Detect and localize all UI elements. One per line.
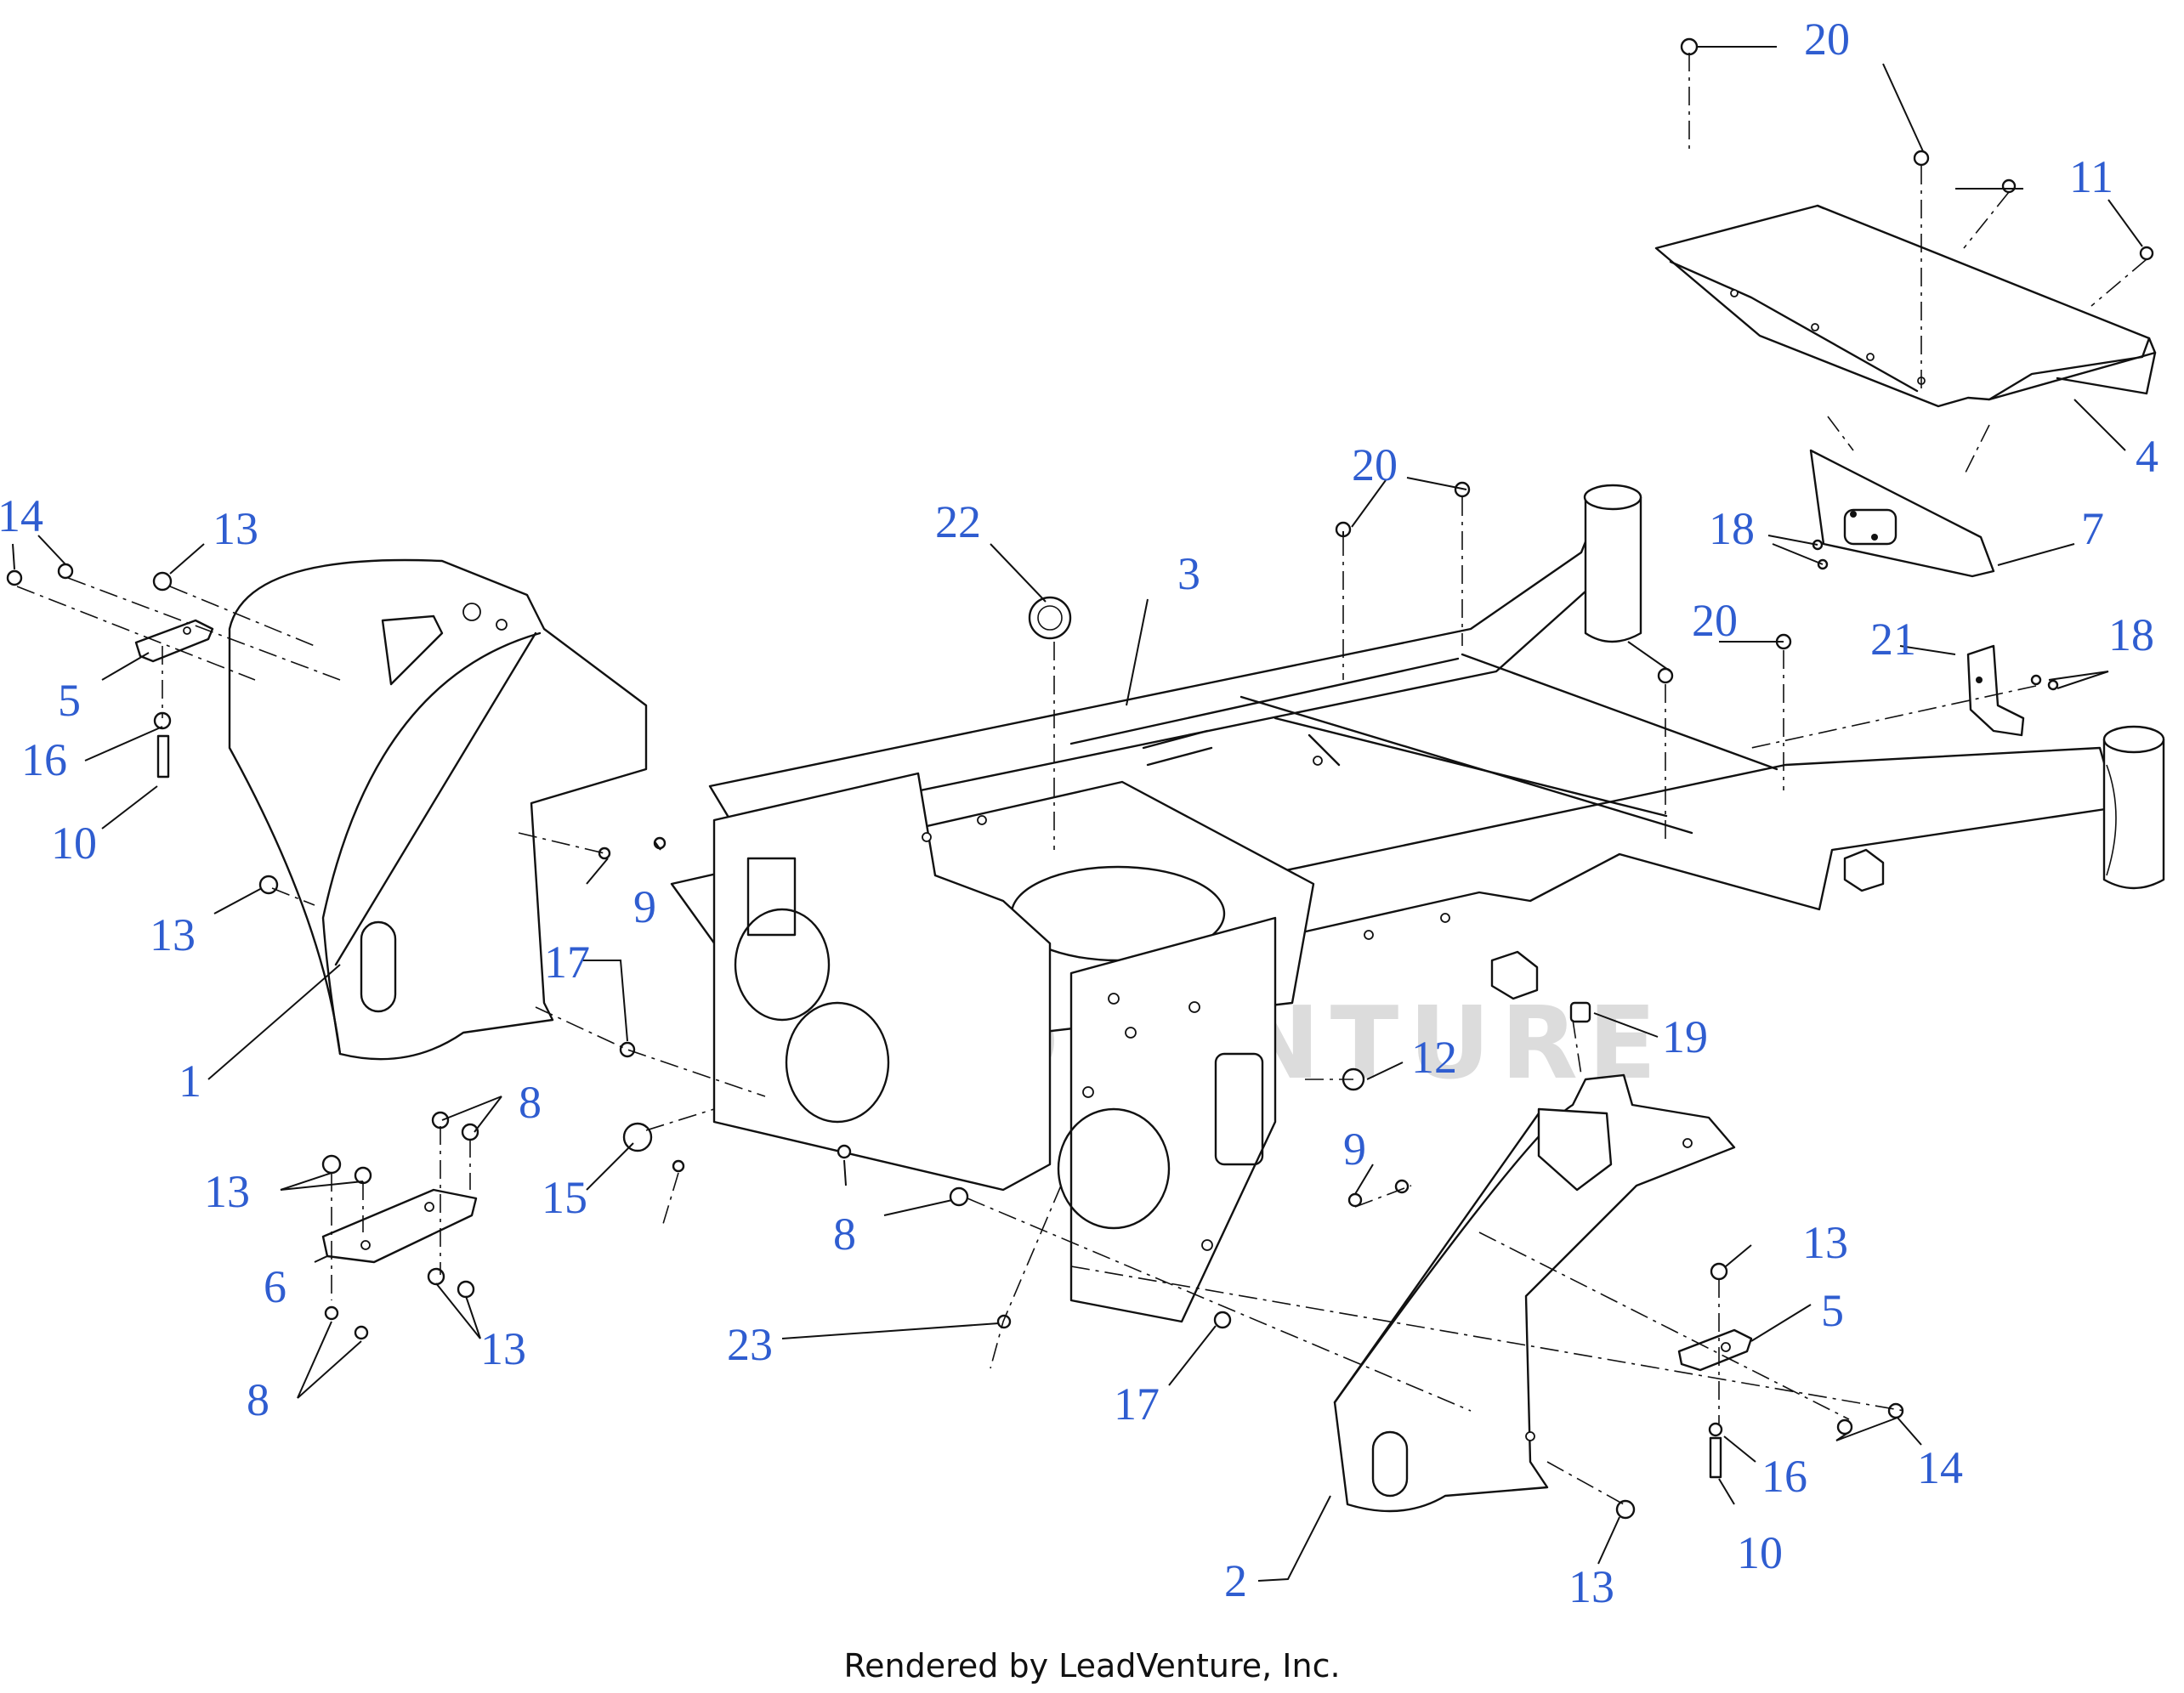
callout-5-right: 5 <box>1821 1285 1844 1336</box>
callout-13-left-plate: 13 <box>204 1166 250 1217</box>
callout-3: 3 <box>1177 548 1200 599</box>
callout-9-right: 9 <box>1343 1124 1366 1175</box>
callout-2: 2 <box>1224 1555 1247 1606</box>
part-4-top-plate <box>1654 204 2157 408</box>
callout-8-top: 8 <box>519 1077 542 1128</box>
callout-21: 21 <box>1870 614 1916 665</box>
callout-17-left: 17 <box>544 937 590 988</box>
callout-16-right: 16 <box>1761 1451 1807 1502</box>
callout-20-left-rail: 20 <box>1352 439 1398 490</box>
leader-lines <box>12 46 2143 1582</box>
callout-5-left: 5 <box>58 675 81 726</box>
callout-14-right: 14 <box>1917 1442 1963 1493</box>
callout-20-top-plate: 20 <box>1804 14 1850 65</box>
part-5-left-plate <box>134 619 214 663</box>
callout-18-latch: 18 <box>2108 609 2154 660</box>
callout-18-bracket: 18 <box>1709 503 1755 554</box>
part-6-plate <box>321 1188 478 1264</box>
callout-20-right-rail: 20 <box>1692 595 1738 646</box>
callout-12: 12 <box>1411 1032 1457 1083</box>
callout-8-center: 8 <box>833 1209 856 1260</box>
hardware <box>6 37 2154 1520</box>
callout-17-right: 17 <box>1114 1379 1160 1430</box>
part-3-main-frame <box>670 484 2165 1323</box>
callout-19: 19 <box>1662 1011 1708 1062</box>
part-7-bracket <box>1809 449 1995 578</box>
callout-15: 15 <box>542 1172 587 1223</box>
part-5-right-plate <box>1677 1328 1753 1372</box>
part-1-left-fender <box>228 558 648 1061</box>
footer-credit: Rendered by LeadVenture, Inc. <box>843 1647 1341 1685</box>
callout-22: 22 <box>935 496 981 547</box>
callout-10-left: 10 <box>51 818 97 869</box>
callout-10-right: 10 <box>1737 1527 1783 1578</box>
callout-11: 11 <box>2069 151 2113 202</box>
callout-13-right-top: 13 <box>1802 1217 1848 1268</box>
part-21-latch <box>1966 644 2025 737</box>
callout-16-left: 16 <box>21 734 67 785</box>
callout-6: 6 <box>264 1261 286 1312</box>
callout-8-bottom: 8 <box>247 1374 269 1425</box>
alignment-lines <box>16 53 2147 1505</box>
callout-23: 23 <box>727 1319 773 1370</box>
callout-9-left: 9 <box>633 881 656 932</box>
callout-14-left: 14 <box>0 490 43 541</box>
callout-13-left-top: 13 <box>213 503 258 554</box>
callout-13-left-mid: 13 <box>150 909 196 960</box>
callout-7: 7 <box>2081 503 2104 554</box>
callout-4: 4 <box>2136 431 2158 482</box>
part-2-right-fender <box>1333 1073 1736 1513</box>
callout-13-left-bottom: 13 <box>480 1323 526 1374</box>
callout-13-right-bottom: 13 <box>1569 1561 1614 1612</box>
callout-1: 1 <box>179 1056 201 1107</box>
callouts: 20 11 4 20 7 18 22 3 20 21 18 14 13 5 16… <box>0 14 2158 1612</box>
